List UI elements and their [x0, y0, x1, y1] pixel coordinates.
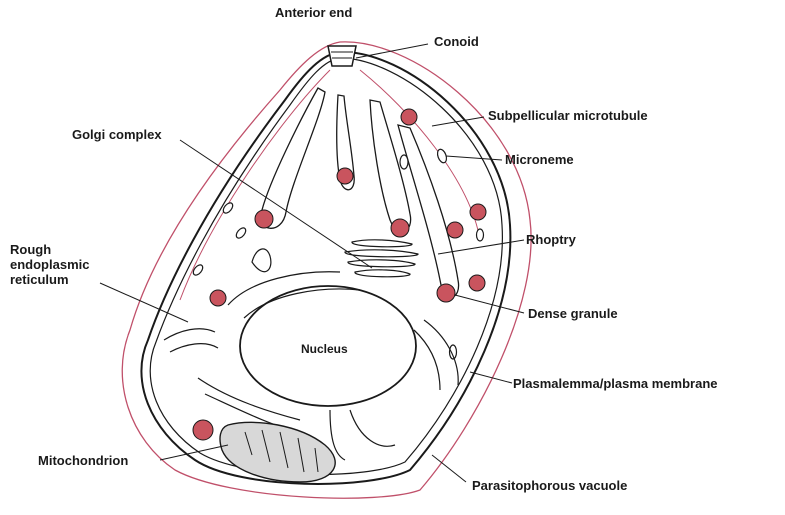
plasmalemma-label: Plasmalemma/plasma membrane [513, 376, 718, 391]
golgi-stack [345, 240, 418, 277]
golgi-complex-label: Golgi complex [72, 127, 162, 142]
nucleus-label: Nucleus [301, 342, 348, 357]
subpellicular-microtubule-label: Subpellicular microtubule [488, 108, 648, 123]
dense-granule-label: Dense granule [528, 306, 618, 321]
conoid-label: Conoid [434, 34, 479, 49]
mitochondrion-shape [220, 422, 335, 482]
mitochondrion-label: Mitochondrion [38, 453, 128, 468]
rhoptry-label: Rhoptry [526, 232, 576, 247]
parasitophorous-vacuole-label: Parasitophorous vacuole [472, 478, 627, 493]
rough-er-label: Rough endoplasmic reticulum [10, 242, 89, 287]
conoid-structure [328, 46, 356, 66]
anterior-end-label: Anterior end [275, 5, 352, 20]
parasitophorous-vacuole-membrane [122, 42, 531, 498]
microneme-label: Microneme [505, 152, 574, 167]
